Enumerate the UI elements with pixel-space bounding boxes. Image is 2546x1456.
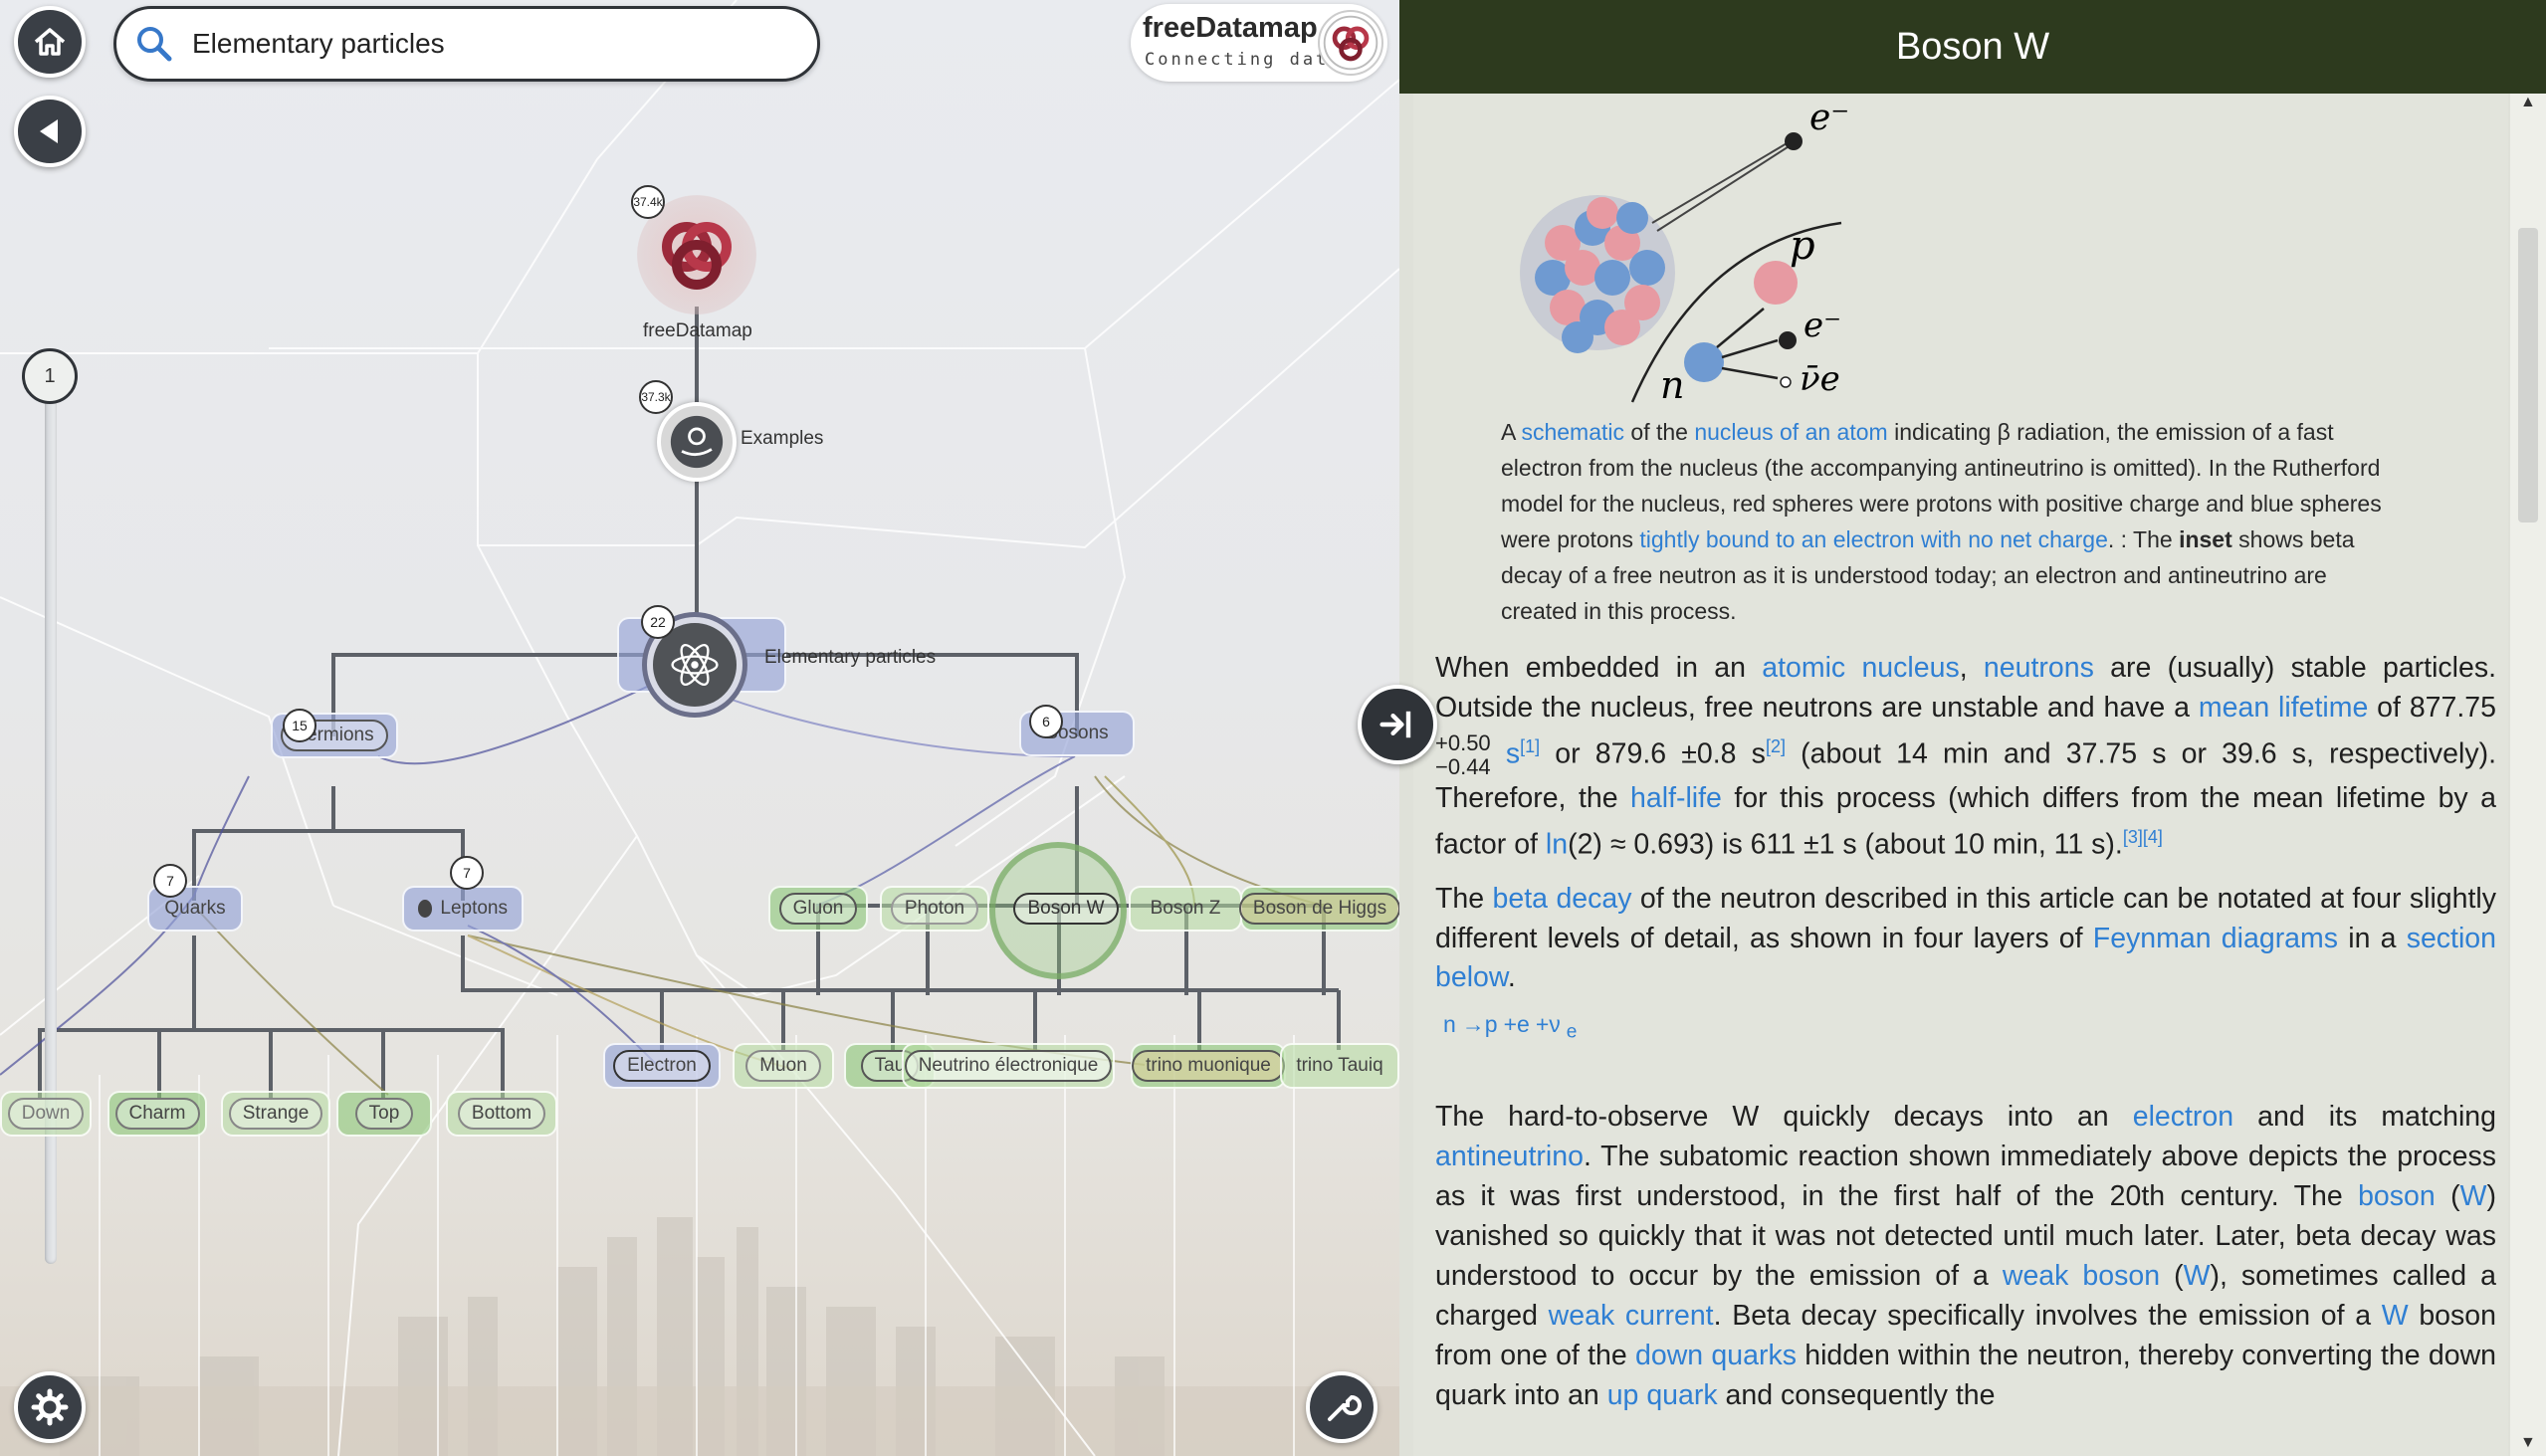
- node-count-badge: 37.3k: [639, 380, 673, 414]
- knot-icon: [662, 222, 732, 290]
- link-beta-decay[interactable]: beta decay: [1492, 883, 1632, 915]
- link-tightly-bound[interactable]: tightly bound to an electron with no net…: [1639, 526, 2108, 552]
- node-boson-w[interactable]: Boson W: [1003, 886, 1129, 932]
- figure-label-p: p: [1790, 223, 1815, 269]
- node-bottom[interactable]: Bottom: [446, 1091, 557, 1137]
- back-arrow-icon: [40, 119, 58, 143]
- link-ln[interactable]: ln: [1545, 828, 1569, 861]
- leptons-icon: [418, 900, 433, 918]
- figure-label-e-top: e⁻: [1809, 98, 1849, 138]
- figure-label-n: n: [1660, 363, 1684, 407]
- link-w-pm[interactable]: W: [2183, 1260, 2211, 1292]
- ref-2[interactable]: [2]: [1765, 736, 1786, 756]
- tools-button[interactable]: [1306, 1371, 1378, 1443]
- unit-s[interactable]: s: [1490, 737, 1521, 770]
- collapse-right-icon: [1379, 711, 1411, 738]
- figure-label-e-mid: e⁻: [1803, 306, 1841, 345]
- link-half-life[interactable]: half-life: [1630, 781, 1722, 814]
- beta-decay-figure: e⁻ n p e⁻ ν̄e: [1520, 98, 1849, 407]
- link-w[interactable]: W: [2459, 1180, 2487, 1212]
- gear-icon: [31, 1388, 69, 1426]
- home-icon: [34, 28, 66, 56]
- scroll-down-arrow-icon[interactable]: ▼: [2520, 1434, 2536, 1451]
- article-scrollbar[interactable]: ▲ ▼: [2510, 94, 2546, 1456]
- scroll-up-arrow-icon[interactable]: ▲: [2520, 94, 2536, 110]
- node-charm[interactable]: Charm: [107, 1091, 207, 1137]
- link-nucleus-of-an-atom[interactable]: nucleus of an atom: [1694, 419, 1888, 445]
- node-count-badge: 7: [450, 856, 484, 890]
- node-neutrino-muonique[interactable]: trino muonique: [1131, 1043, 1286, 1089]
- ref-3-4[interactable]: [3][4]: [2122, 827, 2163, 848]
- node-count-badge: 22: [641, 605, 675, 639]
- link-mean-lifetime[interactable]: mean lifetime: [2198, 691, 2369, 724]
- node-examples[interactable]: [657, 402, 737, 482]
- zoom-slider-track[interactable]: [45, 358, 57, 1264]
- node-label-freedatamap: freeDatamap: [643, 320, 752, 341]
- link-weak-boson[interactable]: weak boson: [2002, 1260, 2161, 1292]
- link-neutrons[interactable]: neutrons: [1983, 652, 2094, 684]
- node-boson-de-higgs[interactable]: Boson de Higgs: [1238, 886, 1399, 932]
- home-button[interactable]: [14, 6, 86, 78]
- search-input[interactable]: [192, 28, 749, 60]
- paragraph-lifetime: When embedded in an atomic nucleus, neut…: [1435, 652, 2497, 861]
- article-title: Boson W: [1399, 0, 2546, 94]
- zoom-level-label: 1: [44, 364, 56, 387]
- link-down-quarks[interactable]: down quarks: [1635, 1340, 1797, 1371]
- link-electron[interactable]: electron: [2132, 1101, 2234, 1133]
- link-boson[interactable]: boson: [2358, 1180, 2436, 1212]
- search-box[interactable]: [113, 6, 820, 82]
- lightbulb-hand-icon: [670, 415, 724, 469]
- link-feynman-diagrams[interactable]: Feynman diagrams: [2092, 922, 2339, 954]
- node-leptons[interactable]: Leptons: [402, 886, 524, 932]
- search-icon: [137, 27, 172, 62]
- node-label-examples: Examples: [741, 428, 824, 449]
- node-boson-z[interactable]: Boson Z: [1129, 886, 1242, 932]
- node-photon[interactable]: Photon: [880, 886, 989, 932]
- node-fermions[interactable]: Fermions: [271, 713, 398, 758]
- figure-caption: A schematic of the nucleus of an atom in…: [1501, 419, 2382, 624]
- node-down[interactable]: Down: [0, 1091, 92, 1137]
- zoom-slider-knob[interactable]: 1: [22, 348, 78, 404]
- ref-1[interactable]: [1]: [1520, 736, 1541, 756]
- node-count-badge: 15: [283, 709, 317, 742]
- article-panel: Boson W e⁻ n: [1399, 0, 2546, 1456]
- back-button[interactable]: [14, 96, 86, 167]
- logo-brand: freeDatamap: [1143, 12, 1318, 44]
- settings-button[interactable]: [14, 1371, 86, 1443]
- link-schematic[interactable]: schematic: [1521, 419, 1625, 445]
- link-atomic-nucleus[interactable]: atomic nucleus: [1762, 652, 1960, 684]
- link-antineutrino[interactable]: antineutrino: [1435, 1141, 1584, 1172]
- node-freedatamap[interactable]: [637, 195, 756, 314]
- node-electron[interactable]: Electron: [603, 1043, 721, 1089]
- paragraph-beta-decay: The beta decay of the neutron described …: [1435, 883, 2496, 994]
- node-top[interactable]: Top: [336, 1091, 432, 1137]
- node-count-badge: 6: [1029, 705, 1063, 738]
- node-strange[interactable]: Strange: [221, 1091, 330, 1137]
- link-section-below[interactable]: section below: [1435, 922, 2496, 994]
- article-body[interactable]: e⁻ n p e⁻ ν̄e A schematic of the nucleus…: [1413, 94, 2508, 1456]
- link-w-minus[interactable]: W: [2381, 1300, 2409, 1332]
- freedatamap-logo[interactable]: freeDatamap Connecting data: [1131, 4, 1387, 82]
- wrench-icon: [1328, 1394, 1362, 1421]
- scrollbar-thumb[interactable]: [2518, 228, 2538, 522]
- mind-map-canvas[interactable]: freeDatamap Connecting data 1 37.4k free…: [0, 0, 1399, 1456]
- link-weak-current[interactable]: weak current: [1548, 1300, 1714, 1332]
- paragraph-w-boson: The hard-to-observe W quickly decays int…: [1435, 1101, 2497, 1411]
- atom-icon: [671, 643, 719, 687]
- node-muon[interactable]: Muon: [733, 1043, 834, 1089]
- node-label-elementary-particles: Elementary particles: [764, 647, 937, 668]
- collapse-panel-button[interactable]: [1358, 685, 1437, 764]
- node-count-badge: 7: [153, 864, 187, 898]
- figure-label-nu: ν̄e: [1800, 359, 1840, 399]
- node-gluon[interactable]: Gluon: [768, 886, 868, 932]
- node-neutrino-tauique[interactable]: trino Tauiq: [1280, 1043, 1399, 1089]
- node-neutrino-electronique[interactable]: Neutrino électronique: [902, 1043, 1115, 1089]
- link-up-quark[interactable]: up quark: [1606, 1379, 1718, 1411]
- knot-logo-icon: [1318, 10, 1383, 76]
- node-count-badge: 37.4k: [631, 185, 665, 219]
- logo-tagline: Connecting data: [1145, 50, 1343, 70]
